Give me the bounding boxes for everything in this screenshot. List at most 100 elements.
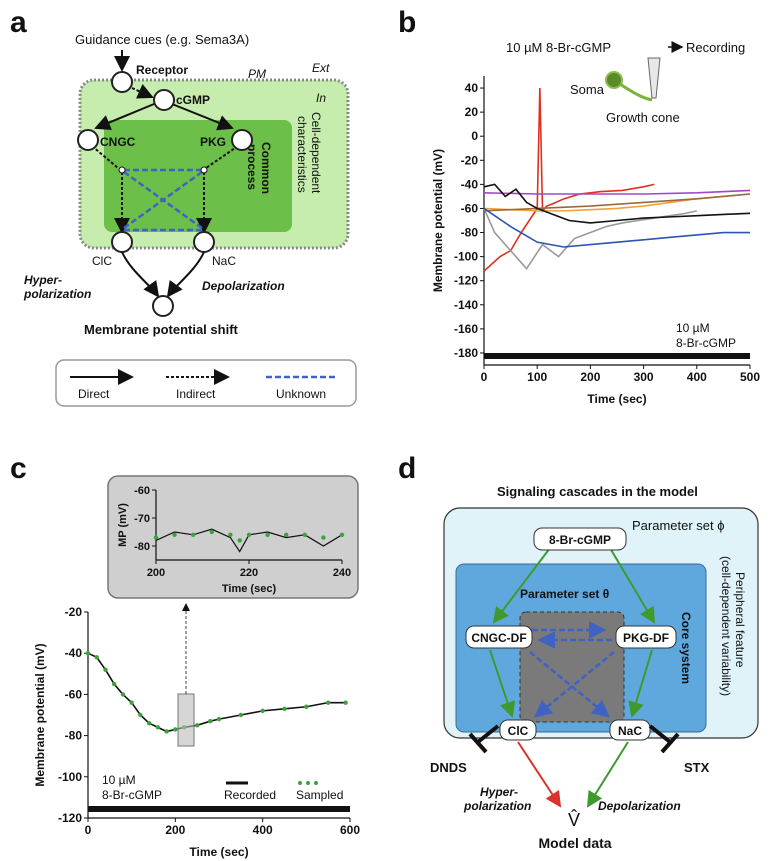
sampled-point [164, 729, 169, 734]
y-tick-label: -80 [134, 541, 150, 553]
sampled-point [343, 700, 348, 705]
sampled-point [155, 725, 161, 730]
x-tick-label: 200 [165, 823, 185, 837]
cgmp-label: cGMP [176, 93, 210, 107]
hyper-label-1: Hyper- [24, 273, 62, 287]
nac-label: NaC [212, 254, 236, 268]
sampled-point [191, 532, 196, 537]
panel-a: a Guidance cues (e.g. Sema3A) PM Ext In … [10, 6, 357, 407]
dnds-blocker [468, 732, 488, 754]
vhat-label: V̂ [568, 809, 580, 830]
x-tick-label: 500 [740, 370, 760, 384]
stimulus-bar [88, 806, 350, 812]
cngc-junction [118, 166, 126, 174]
x-tick-label: 600 [340, 823, 360, 837]
sampled-point [172, 532, 177, 537]
pkg-node [231, 129, 253, 151]
panel-label-b: b [398, 6, 416, 39]
sampled-point [260, 708, 265, 714]
stx-blocker [660, 732, 680, 754]
sampled-point [153, 535, 159, 540]
recording-label: Recording [686, 40, 745, 55]
sampled-point [216, 716, 222, 722]
y-tick-label: -100 [58, 770, 82, 784]
cngc-label: CNGC [100, 135, 136, 149]
sampled-point [238, 712, 244, 718]
sampled-point [103, 667, 108, 672]
receptor-label: Receptor [136, 63, 188, 77]
sampled-point [246, 532, 252, 537]
receptor-node [111, 71, 133, 93]
sampled-point [321, 535, 326, 540]
nac-label-d: NaC [618, 724, 642, 738]
y-tick-label: -120 [454, 274, 478, 288]
inset-box [107, 475, 359, 599]
pm-label: PM [248, 67, 266, 81]
sampled-point [85, 651, 91, 656]
y-tick-label: -100 [454, 250, 478, 264]
sampled-point [138, 712, 143, 718]
sampled-point [325, 700, 331, 705]
input-node [533, 527, 627, 551]
y-tick-label: -20 [65, 605, 83, 619]
y-tick-label: 40 [465, 81, 479, 95]
x-axis-label: Time (sec) [587, 392, 646, 406]
shift-label: Membrane potential shift [84, 322, 239, 337]
model-data-label: Model data [538, 835, 611, 851]
sampled-point [339, 532, 345, 537]
pkg-junction [200, 166, 208, 174]
legend-recorded: Recorded [224, 788, 276, 802]
b-bar-label-1: 10 µM [676, 321, 710, 335]
x-tick-label: 200 [147, 567, 165, 579]
y-axis-label: Membrane potential (mV) [431, 149, 445, 292]
y-tick-label: -140 [454, 298, 478, 312]
legend-sampled-swatch [298, 781, 318, 785]
stimulus-bar [484, 353, 750, 359]
legend-direct: Direct [78, 387, 110, 401]
cell-dependent-label-2: characteristics [295, 116, 309, 193]
x-tick-label: 100 [527, 370, 547, 384]
sampled-point [173, 727, 178, 732]
y-axis-label: Membrane potential (mV) [33, 643, 47, 786]
panel-label-a: a [10, 6, 27, 39]
panel-d: d Signaling cascades in the model Parame… [398, 452, 759, 851]
y-tick-label: -80 [461, 226, 479, 240]
cgmp-node [153, 89, 175, 111]
peripheral-label-1: Peripheral feature [733, 572, 747, 668]
series-line-brown [483, 193, 751, 212]
sampled-point [112, 681, 117, 687]
series-line-recorded [87, 652, 346, 733]
series-line-purple [483, 189, 751, 195]
neurite-icon [619, 82, 653, 102]
soma-icon [605, 71, 623, 89]
in-label: In [316, 91, 326, 105]
sampled-point [120, 692, 126, 697]
y-tick-label: -70 [134, 513, 150, 525]
electrode [647, 57, 661, 99]
x-axis-label: Time (sec) [189, 845, 248, 859]
cell-dependent-label-1: Cell-dependent [309, 112, 323, 194]
zoom-window [177, 693, 195, 747]
common-process-label-2: process [245, 144, 259, 190]
y-tick-label: -160 [454, 322, 478, 336]
clc-label: ClC [92, 254, 112, 268]
y-tick-label: 20 [465, 105, 479, 119]
clc-label-d: ClC [508, 724, 529, 738]
param-phi-label: Parameter set ϕ [632, 518, 725, 533]
d-hyper-2: polarization [463, 799, 531, 813]
sampled-point [129, 700, 134, 705]
y-tick-label: -60 [461, 201, 479, 215]
growth-cone-label: Growth cone [606, 110, 680, 125]
legend-sampled: Sampled [296, 788, 343, 802]
x-tick-label: 0 [481, 370, 488, 384]
d-depol: Depolarization [598, 799, 681, 813]
d-hyper-1: Hyper- [480, 785, 518, 799]
sampled-point [228, 532, 233, 537]
param-theta-label: Parameter set θ [520, 587, 609, 601]
x-tick-label: 400 [687, 370, 707, 384]
guidance-cues-label: Guidance cues (e.g. Sema3A) [75, 32, 249, 47]
pkg-label: PKG [200, 135, 226, 149]
b-bar-label-2: 8-Br-cGMP [676, 336, 736, 350]
